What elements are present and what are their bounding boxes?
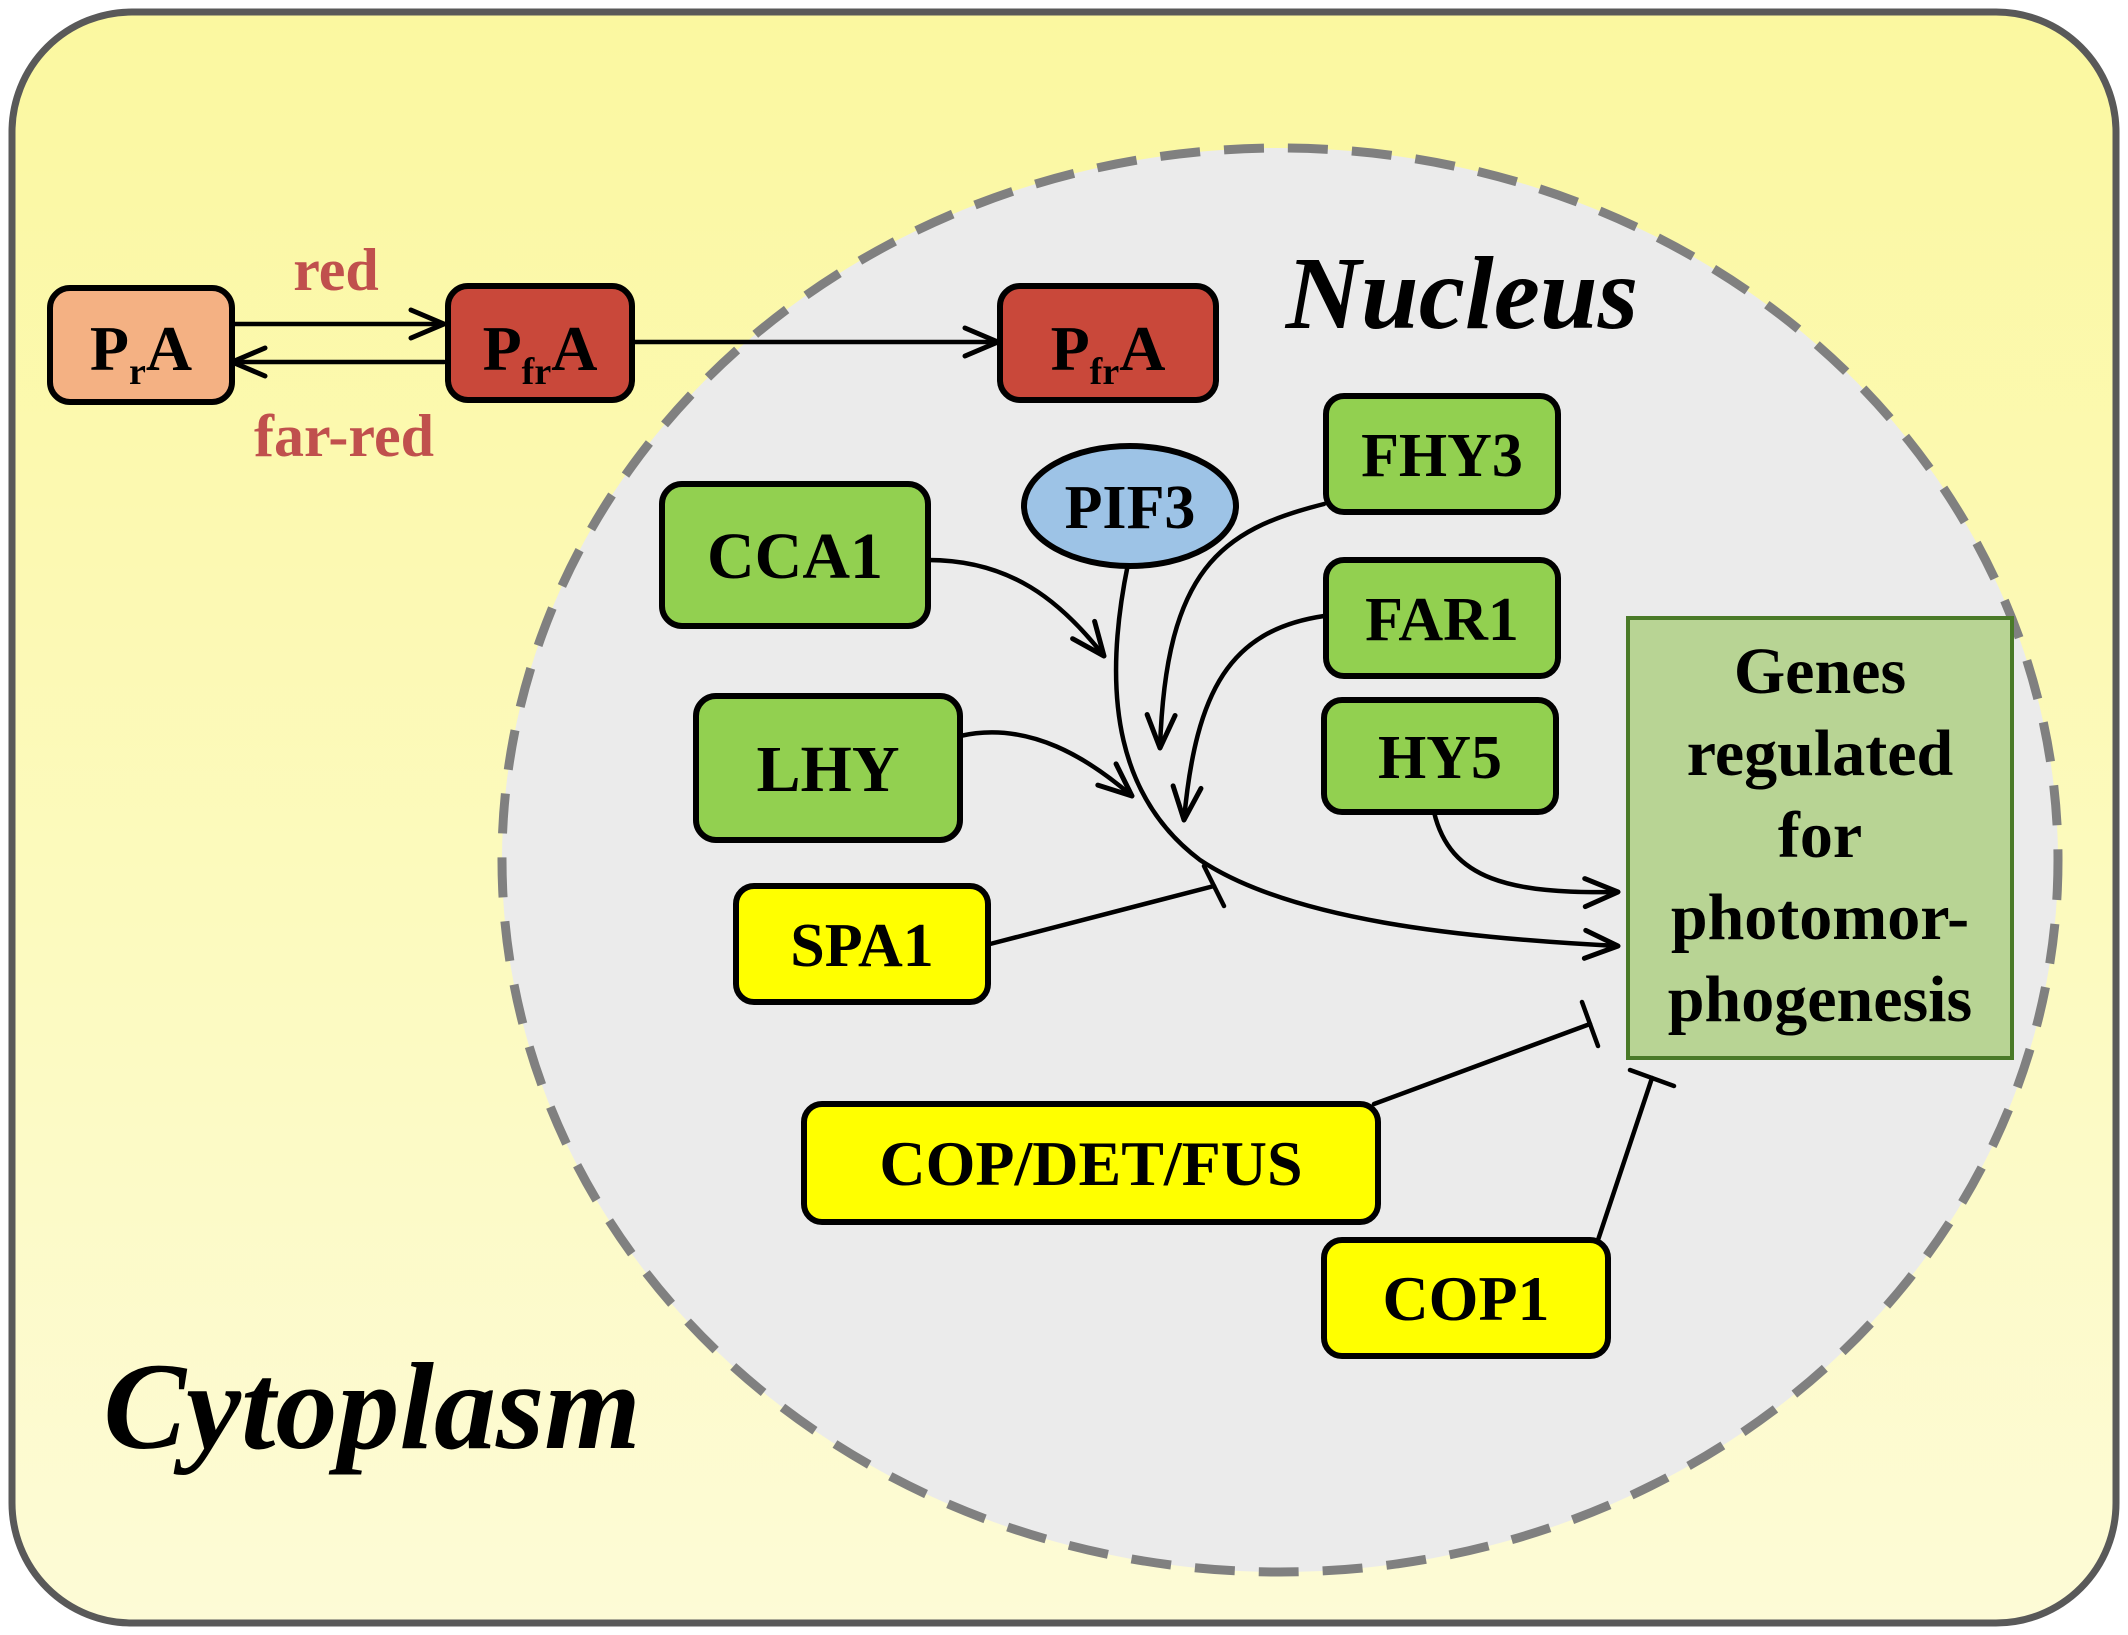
inhibit-spa1-bar xyxy=(1201,863,1227,909)
target-line-4: photomor- xyxy=(1671,881,1969,954)
inhibit-spa1 xyxy=(987,883,1217,947)
red-light-label: red xyxy=(293,237,379,303)
node-cop1: COP1 xyxy=(1321,1237,1611,1359)
node-pfra: PfrA xyxy=(445,283,635,403)
node-pfra-nuclear: PfrA xyxy=(997,283,1219,403)
svg-text:PfrA: PfrA xyxy=(483,313,598,393)
inhibit-cop1-bar xyxy=(1627,1067,1677,1089)
svg-text:PfrA: PfrA xyxy=(1051,313,1166,393)
cytoplasm-label: Cytoplasm xyxy=(103,1338,640,1475)
pfra-main: P xyxy=(483,313,522,384)
node-pif3: PIF3 xyxy=(1021,443,1239,569)
inhibit-cop1 xyxy=(1595,1075,1655,1243)
pra-sub: r xyxy=(129,351,146,393)
pfra-nuclear-main: P xyxy=(1051,313,1090,384)
arrow-lhy xyxy=(957,730,1135,799)
pfra-nuclear-sub: fr xyxy=(1090,351,1120,393)
node-fhy3: FHY3 xyxy=(1323,393,1561,515)
node-target-genes: Genes regulated for photomor- phogenesis xyxy=(1626,616,2014,1060)
hy5-label: HY5 xyxy=(1378,724,1502,792)
target-line-3: for xyxy=(1778,799,1862,872)
far1-label: FAR1 xyxy=(1365,586,1519,654)
arrow-far1 xyxy=(1170,613,1327,823)
pif3-label: PIF3 xyxy=(1065,474,1196,542)
node-pra: PrA xyxy=(47,285,235,405)
node-lhy: LHY xyxy=(693,693,963,843)
cca1-label: CCA1 xyxy=(707,520,883,593)
fhy3-label: FHY3 xyxy=(1361,422,1523,490)
target-line-5: phogenesis xyxy=(1668,963,1972,1036)
inhibit-cop-det-fus-bar xyxy=(1579,999,1601,1049)
far-red-light-label: far-red xyxy=(254,403,434,469)
nucleus-label: Nucleus xyxy=(1285,236,1638,351)
arrow-hy5 xyxy=(1431,809,1621,910)
target-line-1: Genes xyxy=(1734,635,1906,708)
node-spa1: SPA1 xyxy=(733,883,991,1005)
spa1-label: SPA1 xyxy=(790,912,934,980)
target-line-2: regulated xyxy=(1687,717,1953,790)
node-far1: FAR1 xyxy=(1323,557,1561,679)
inhibit-cop-det-fus xyxy=(1371,1021,1593,1107)
arrow-fhy3 xyxy=(1144,501,1327,751)
pfra-nuclear-suffix: A xyxy=(1119,313,1165,384)
node-cca1: CCA1 xyxy=(659,481,931,629)
arrow-pathway-to-genes xyxy=(1113,561,1621,961)
svg-text:PrA: PrA xyxy=(90,313,192,393)
pra-suffix: A xyxy=(146,313,192,384)
pfra-sub: fr xyxy=(522,351,552,393)
lhy-label: LHY xyxy=(756,733,899,806)
pfra-suffix: A xyxy=(551,313,597,384)
cop1-label: COP1 xyxy=(1382,1263,1549,1334)
arrow-cca1 xyxy=(925,557,1107,659)
cop-det-fus-label: COP/DET/FUS xyxy=(879,1128,1302,1199)
node-hy5: HY5 xyxy=(1321,697,1559,815)
pra-main: P xyxy=(90,313,129,384)
node-cop-det-fus: COP/DET/FUS xyxy=(801,1101,1381,1225)
